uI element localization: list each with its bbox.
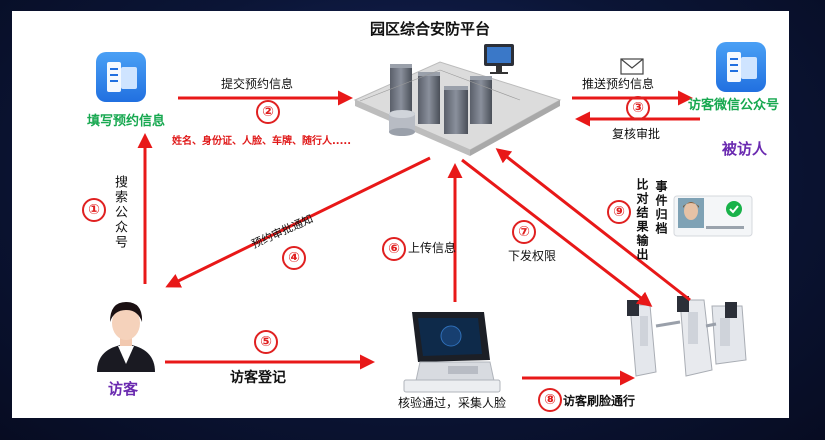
step9b-label: 事件归档 (654, 180, 668, 236)
fill-info-fields: 姓名、身份证、人脸、车牌、随行人..... (172, 136, 351, 147)
turnstile-gates (627, 296, 747, 377)
app-icon-left (96, 52, 146, 102)
step8-number: ⑧ (538, 388, 562, 412)
wechat-label: 访客微信公众号 (688, 98, 780, 113)
step2-label: 提交预约信息 (221, 77, 294, 91)
step5-label: 访客登记 (230, 370, 286, 386)
step3b-label: 复核审批 (612, 127, 661, 141)
app-icon-right (716, 42, 766, 92)
step1-number: ① (82, 198, 106, 222)
step3-number: ③ (626, 96, 650, 120)
step8-label: 访客刷脸通行 (563, 394, 636, 408)
step6-label: 上传信息 (408, 241, 457, 255)
server-cluster (353, 44, 562, 156)
fill-info-label: 填写预约信息 (87, 114, 166, 129)
step4-number: ④ (282, 246, 306, 270)
platform-title: 园区综合安防平台 (370, 20, 491, 38)
face-check-icon (673, 195, 753, 237)
step3-label: 推送预约信息 (582, 77, 655, 91)
step2-number: ② (256, 100, 280, 124)
step7-number: ⑦ (512, 220, 536, 244)
envelope-icon (620, 58, 644, 75)
face-terminal (403, 312, 501, 393)
visitor-label: 访客 (108, 380, 139, 398)
step9-number: ⑨ (607, 200, 631, 224)
visitee-label: 被访人 (722, 140, 768, 158)
step6-number: ⑥ (382, 237, 406, 261)
arrows (137, 90, 700, 386)
step9-label: 比对结果输出 (635, 178, 649, 262)
step1-label: 搜索公众号 (112, 175, 127, 250)
step7-label: 下发权限 (508, 249, 557, 263)
terminal-label: 核验通过，采集人脸 (398, 396, 507, 410)
step5-number: ⑤ (254, 330, 278, 354)
visitor-avatar (97, 302, 155, 372)
